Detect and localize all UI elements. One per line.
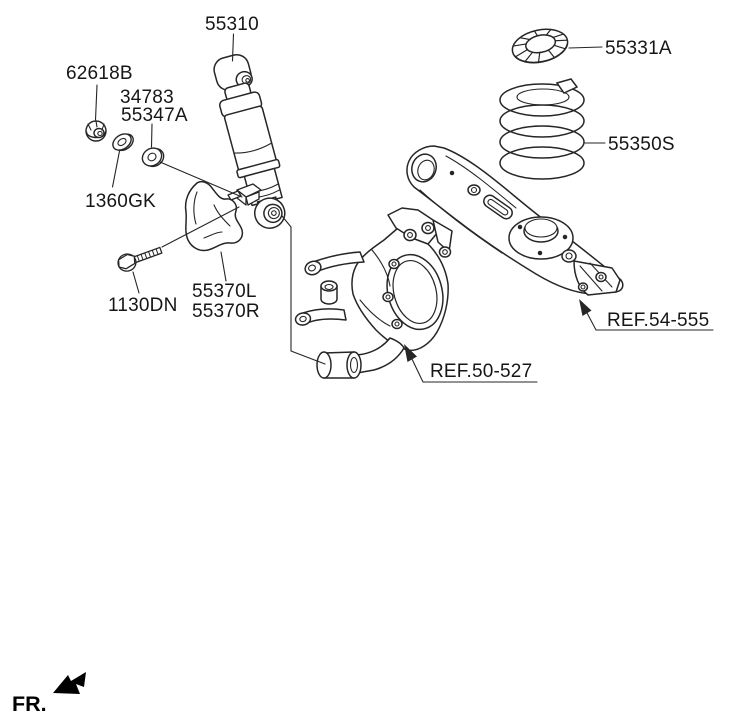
nut-facet — [87, 123, 92, 131]
dust-cover-fold-line — [203, 231, 223, 239]
shock-top-bushing-hole — [245, 78, 250, 83]
knuckle-leg — [356, 337, 405, 374]
callout-spring-upper-pad[interactable]: 55331A — [605, 38, 672, 59]
arrowhead-ref-50-527 — [404, 344, 417, 362]
spring-pad-drawing — [511, 28, 569, 64]
knuckle-lower-eye-hole — [299, 315, 307, 323]
clip-hook — [245, 191, 260, 206]
leader-1130DN — [132, 271, 140, 294]
bolt-shank — [132, 246, 163, 264]
rear-arm-drawing — [406, 145, 624, 296]
nut-hole-inner — [97, 130, 103, 137]
knuckle-drawing — [294, 207, 453, 379]
arm-seat-dot — [562, 234, 568, 240]
arm-seat-dot — [517, 224, 523, 230]
bolt-drawing — [117, 246, 163, 272]
arm-spring-seat-top — [524, 218, 558, 238]
opening-bolt-hole — [391, 261, 397, 267]
nut-facet — [95, 120, 98, 128]
front-direction-label: FR. — [12, 692, 47, 716]
callout-washer-small[interactable]: 1360GK — [85, 191, 156, 212]
knuckle-inner-line — [371, 249, 391, 287]
leader-55347A — [150, 123, 153, 148]
callout-bolt[interactable]: 1130DN — [108, 295, 178, 316]
callout-ref-axle-knuckle[interactable]: REF.50-527 — [430, 361, 532, 382]
knuckle-foot-hole — [349, 356, 359, 374]
arrowhead-ref-54-555 — [579, 299, 592, 316]
pad-thickness — [513, 43, 568, 64]
front-direction-marker: FR. — [12, 672, 86, 716]
spring-coil — [499, 125, 585, 159]
callout-washer-upper[interactable]: 34783 — [120, 87, 174, 108]
knuckle-inner-line — [359, 299, 391, 327]
spring-coil — [499, 104, 585, 138]
leader-1360GK — [111, 150, 121, 188]
dust-cover-outline — [184, 180, 244, 252]
shock-body-seam — [234, 142, 272, 154]
leader-55310 — [231, 33, 235, 62]
callout-shock-absorber[interactable]: 55310 — [205, 14, 259, 35]
arm-bottom-edge-line — [419, 189, 503, 254]
leader-ref-54-555 — [585, 310, 714, 331]
washer-shock-drawing — [141, 147, 165, 168]
leader-bolt-to-clip — [161, 206, 240, 248]
arm-top-edge-line — [445, 155, 517, 209]
leader-55331A — [568, 46, 603, 49]
coil-spring-drawing — [499, 78, 585, 180]
callout-coil-spring[interactable]: 55350S — [608, 134, 675, 155]
leader-ref-50-527 — [410, 356, 538, 383]
callout-dust-cover-right[interactable]: 55370R — [192, 301, 260, 322]
arm-fork-hole-inner — [580, 284, 586, 290]
lock-nut-drawing — [85, 120, 107, 142]
washer-hole — [147, 152, 157, 162]
knuckle-boss-hole — [324, 283, 334, 291]
bracket-ring-hole — [425, 225, 431, 231]
dust-cover-fold-line — [193, 191, 198, 225]
knuckle-foot-top — [323, 351, 355, 354]
knuckle-upper-eye-hole — [308, 264, 316, 272]
leader-washer-to-clip — [159, 161, 243, 198]
opening-bolt-hole — [394, 321, 400, 327]
pad-spokes — [512, 28, 568, 64]
spring-wire-end — [555, 78, 579, 94]
knuckle-opening — [392, 260, 438, 324]
spring-coil — [499, 146, 585, 180]
callout-dust-cover-left[interactable]: 55370L — [192, 281, 257, 302]
bolt-threads — [136, 248, 159, 262]
arm-ring-hole-right — [565, 252, 573, 260]
arm-bushing-eye-inner — [417, 159, 435, 181]
arm-dot — [449, 170, 455, 176]
washer-hole — [117, 137, 127, 147]
front-direction-arrow-icon — [53, 672, 86, 694]
arm-fork-hole-inner — [598, 274, 604, 280]
arm-fork-line — [579, 265, 603, 292]
shock-eye-hole — [271, 210, 277, 216]
side-plate-ring-hole — [442, 249, 448, 255]
knuckle-foot-left-end — [316, 351, 332, 379]
leader-shock-to-knuckle — [281, 215, 326, 365]
callout-ref-rear-arm[interactable]: REF.54-555 — [607, 310, 709, 331]
nut-facet — [101, 123, 105, 131]
arm-seat-dot — [537, 250, 543, 256]
washer-small-drawing — [112, 133, 134, 152]
arm-small-ring-hole — [470, 186, 478, 194]
opening-bolt-hole — [385, 294, 391, 300]
callout-washer-shock[interactable]: 55347A — [121, 105, 188, 126]
leader-55370 — [220, 251, 227, 282]
nut-flange — [85, 131, 107, 139]
leader-62618B — [94, 84, 98, 121]
bolt-hex-head — [117, 253, 136, 270]
leader-lines — [94, 33, 714, 383]
callout-lock-nut[interactable]: 62618B — [66, 63, 133, 84]
arm-slot-hole — [483, 194, 513, 220]
bracket-ring-hole — [407, 232, 413, 238]
